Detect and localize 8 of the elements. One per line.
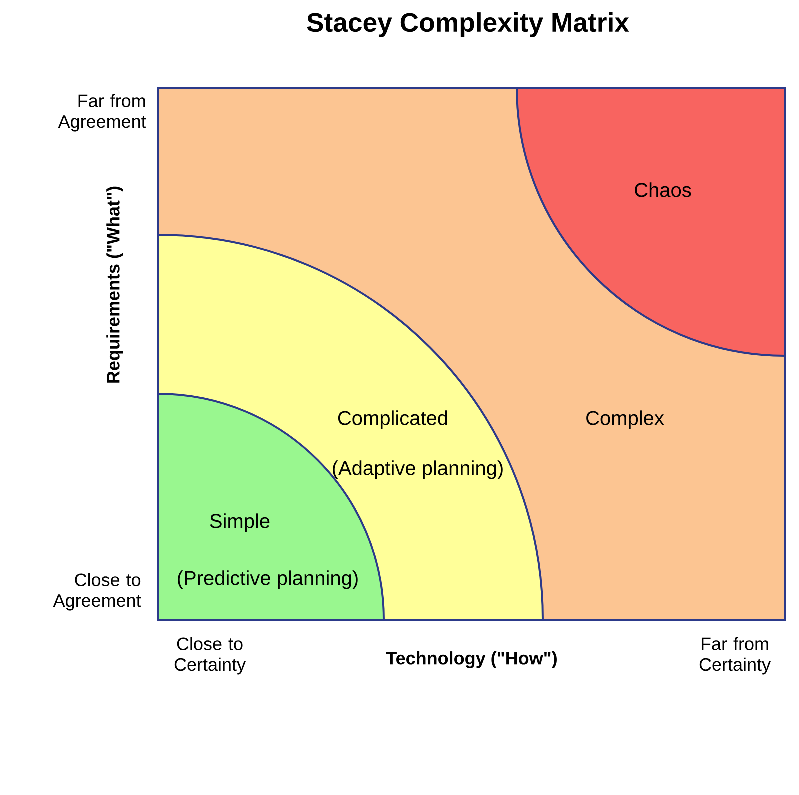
axis-end-label: Close to Agreement — [53, 573, 142, 611]
quarter-circle-region: Chaos — [516, 88, 785, 357]
axis-end-label: Close to Certainty — [174, 637, 246, 675]
axis-end-label: Far from Agreement — [58, 94, 146, 132]
axis-title: Technology ("How") — [386, 652, 557, 668]
axis-title: Requirements ("What") — [106, 186, 124, 383]
chart-title: Stacey Complexity Matrix — [307, 12, 630, 38]
axis-end-label: Far from Certainty — [700, 637, 771, 675]
